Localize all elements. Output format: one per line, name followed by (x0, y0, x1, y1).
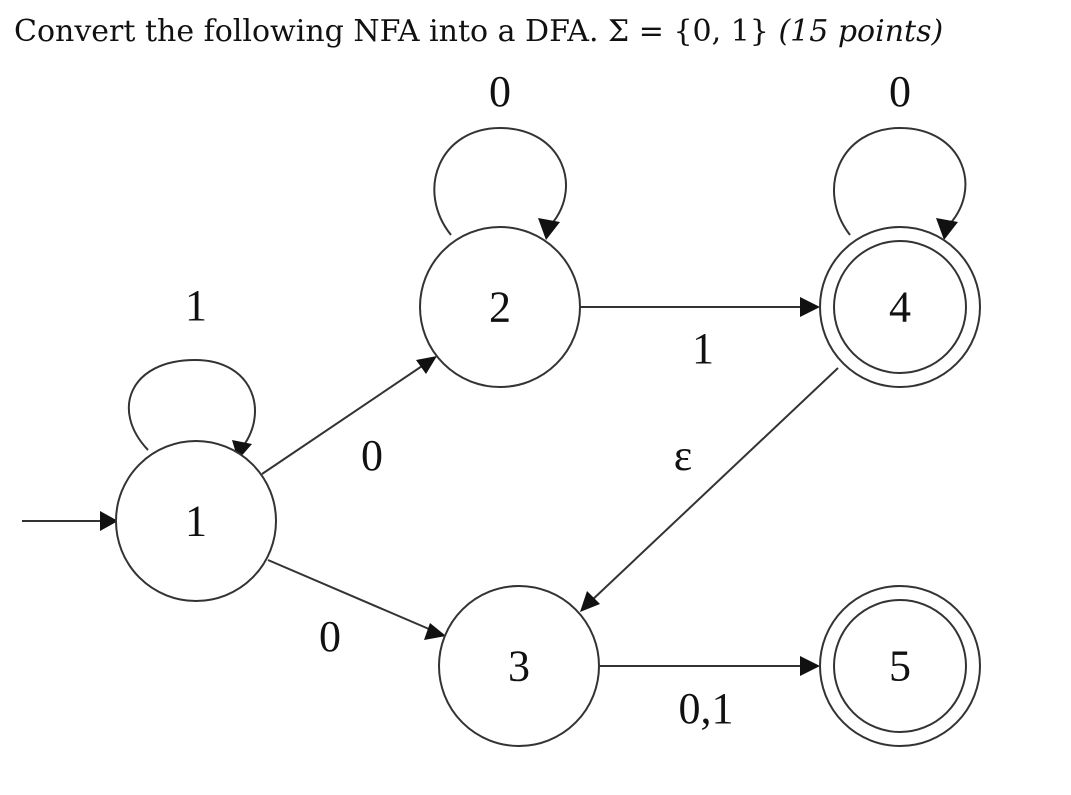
edge-4-3 (589, 367, 839, 603)
state-2: 2 (419, 226, 581, 388)
state-5: 5 (819, 585, 981, 747)
label-loop-4: 0 (889, 67, 911, 116)
state-3-label: 3 (508, 642, 530, 691)
label-edge-2-4: 1 (692, 324, 714, 373)
label-edge-1-2: 0 (361, 431, 383, 480)
loop-2 (433, 126, 567, 236)
state-4: 4 (819, 226, 981, 388)
label-loop-2: 0 (489, 67, 511, 116)
edge-1-2-arrowhead (416, 356, 437, 374)
question-text: Convert the following NFA into a DFA. Σ … (14, 14, 943, 49)
loop-4-arrowhead (936, 218, 958, 240)
state-3: 3 (438, 585, 600, 747)
edge-2-4-arrowhead (800, 297, 820, 317)
loop-4 (833, 126, 967, 236)
edge-3-5-arrowhead (800, 656, 820, 676)
edge-4-3-arrowhead (580, 591, 600, 612)
edge-1-3-arrowhead (424, 623, 446, 640)
state-5-label: 5 (889, 642, 911, 691)
state-4-label: 4 (889, 283, 911, 332)
question-main: Convert the following NFA into a DFA. Σ … (14, 14, 769, 49)
label-edge-4-3: ε (674, 431, 692, 480)
loop-1 (127, 358, 256, 451)
state-1: 1 (115, 440, 277, 602)
label-edge-1-3: 0 (319, 612, 341, 661)
state-1-label: 1 (185, 497, 207, 546)
loop-2-arrowhead (538, 218, 560, 240)
state-2-label: 2 (489, 283, 511, 332)
edge-1-2 (261, 361, 429, 475)
question-points: (15 points) (778, 14, 944, 49)
start-arrow-head (100, 511, 118, 531)
label-loop-1: 1 (185, 281, 207, 330)
label-edge-3-5: 0,1 (679, 684, 734, 733)
edge-1-3 (267, 559, 437, 633)
